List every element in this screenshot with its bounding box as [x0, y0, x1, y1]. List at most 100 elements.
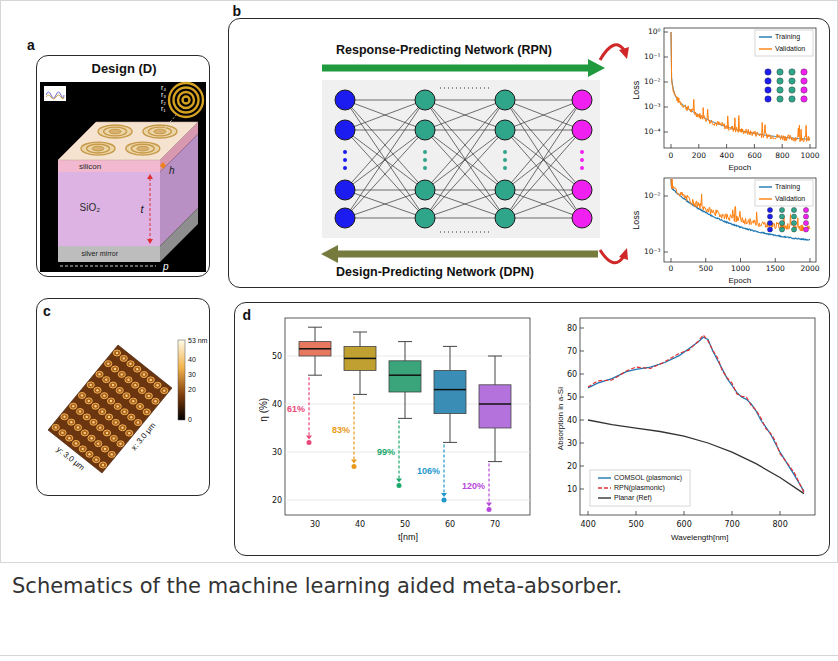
whisker-cap [308, 327, 322, 328]
outlier-dot [307, 440, 312, 445]
afm-ring [99, 462, 106, 468]
tick-label: 50 [567, 393, 577, 402]
afm-ring [152, 398, 159, 404]
afm-dot [72, 405, 74, 407]
arrowhead [441, 493, 447, 497]
network-link [425, 100, 505, 218]
outlier-dot [487, 507, 492, 512]
afm-dot [137, 421, 139, 423]
median [479, 403, 511, 405]
gain-line [308, 377, 309, 437]
network-link [345, 130, 425, 131]
afm-dot [99, 426, 101, 428]
network-link [345, 100, 425, 218]
axis-title: η (%) [258, 398, 270, 422]
afm-dot [116, 352, 118, 354]
rpn-curve [588, 335, 804, 493]
median [299, 348, 331, 350]
tick [671, 258, 672, 262]
network-link [505, 130, 582, 190]
arrowhead [147, 174, 153, 179]
network-label: Design-Predicting Network (DPN) [336, 265, 534, 279]
afm-dot [92, 421, 94, 423]
neuron [495, 180, 515, 200]
neuron [415, 120, 435, 140]
network-link [345, 130, 425, 190]
afm-ring [117, 441, 124, 447]
afm-dot [150, 379, 152, 381]
network-link [345, 190, 425, 218]
mini-neuron [791, 214, 796, 219]
mini-neuron [765, 69, 771, 75]
dotted-link [440, 231, 490, 232]
network-link [505, 130, 582, 190]
tick-label: 60 [567, 370, 577, 379]
network-label: Response-Predicting Network (RPN) [336, 43, 552, 57]
network-link [505, 100, 582, 101]
mini-neuron [767, 227, 772, 232]
network-link [425, 130, 505, 218]
silicon-layer [58, 160, 160, 172]
ellipsis-dot [503, 158, 507, 162]
outlier-dot [442, 498, 447, 503]
afm-ring [119, 425, 126, 431]
tick-label: 70 [567, 347, 577, 356]
afm-ring [134, 366, 141, 372]
panel-box: c [36, 298, 210, 496]
panel-box: aDesign (D) [36, 55, 210, 277]
network-link [425, 190, 505, 218]
afm-ring [127, 361, 134, 367]
afm-dot [115, 421, 117, 423]
box [344, 346, 376, 370]
afm-dot [119, 389, 121, 391]
afm-dot [154, 400, 156, 402]
afm-dot [70, 421, 72, 423]
afm-dot [103, 394, 105, 396]
disc-resonator [126, 142, 160, 155]
whisker-cap [353, 394, 367, 395]
tick [580, 489, 584, 490]
mini-neuron [801, 78, 807, 84]
mini-neuron [789, 96, 795, 102]
ring [154, 129, 166, 134]
disc-resonator [143, 125, 177, 138]
network-link [345, 100, 425, 218]
mirror-side [160, 208, 198, 262]
afm-ring [136, 404, 143, 410]
zoom-ring [183, 97, 190, 104]
tick [698, 144, 699, 148]
afm-ring [107, 398, 114, 404]
afm-dot [139, 405, 141, 407]
axis-title: Loss [631, 211, 641, 230]
tick-label: 20 [567, 462, 577, 471]
legend-sample [759, 186, 772, 187]
afm-dot [95, 458, 97, 460]
tick-label: 700 [725, 520, 740, 529]
tick-label: 10 [567, 485, 577, 494]
network-link [505, 130, 582, 218]
network-link [425, 100, 505, 130]
afm-ring [85, 398, 92, 404]
tick-label: 0 [669, 265, 674, 274]
network-link [425, 100, 505, 190]
network-link [505, 130, 582, 131]
afm-ring [125, 377, 132, 383]
mini-neuron [777, 87, 783, 93]
tick [782, 144, 783, 148]
tick [664, 57, 668, 58]
afm-dot [107, 362, 109, 364]
network-link [345, 190, 425, 191]
ring [87, 144, 110, 153]
median [389, 374, 421, 376]
ellipsis-dot [580, 150, 584, 154]
tick [780, 511, 781, 515]
dimension-label: t [141, 203, 144, 216]
tick-label: 400 [720, 152, 734, 161]
colorbar-label: 53 nm [188, 337, 207, 345]
tick-label: 800 [775, 152, 789, 161]
panel-letter: c [43, 303, 51, 319]
afm-dot [132, 400, 134, 402]
caption-rule [0, 655, 838, 656]
neuron [415, 180, 435, 200]
